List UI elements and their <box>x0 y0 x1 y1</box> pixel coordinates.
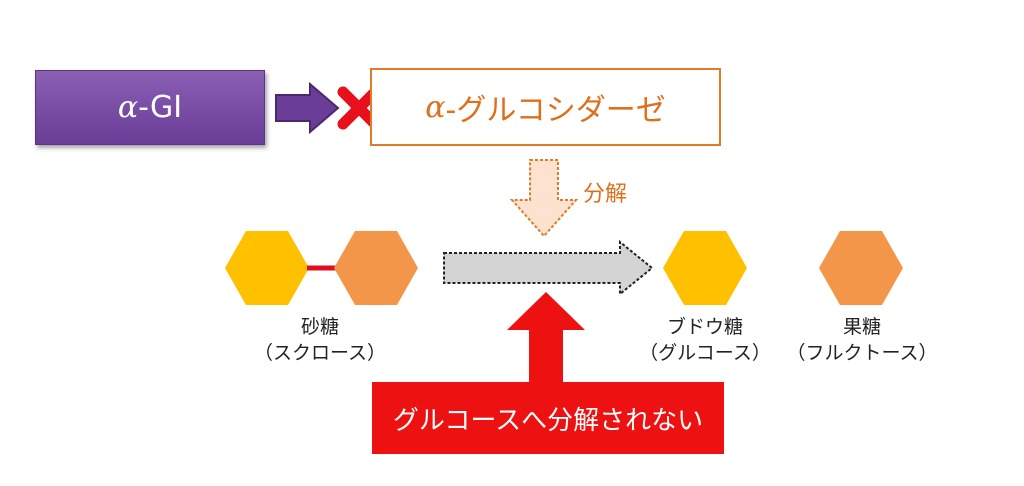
inhibit-arrow-icon <box>275 81 340 135</box>
alpha-gi-greek: α <box>117 90 139 125</box>
glucose-label: ブドウ糖 （グルコース） <box>630 314 780 366</box>
sucrose-molecule <box>225 231 418 305</box>
alpha-gi-label: -GI <box>138 90 183 125</box>
fructose-molecule <box>819 231 903 305</box>
decompose-label: 分解 <box>583 182 628 207</box>
fructose-label: 果糖 （フルクトース） <box>782 314 942 366</box>
block-x-icon <box>337 86 378 130</box>
sucrose-name: 砂糖 <box>300 316 339 338</box>
fructose-name: 果糖 <box>842 316 881 338</box>
inhibition-graphic <box>275 81 378 135</box>
glucose-molecule <box>663 231 747 305</box>
alpha-glucosidase-box: α-グルコシダーゼ <box>370 68 721 146</box>
glucose-hexagon <box>225 231 309 305</box>
glucose-name: ブドウ糖 <box>666 316 743 338</box>
decompose-arrow-icon <box>509 159 579 238</box>
enzyme-label: -グルコシダーゼ <box>445 93 666 128</box>
not-decomposed-callout: グルコースへ分解されない <box>372 382 724 454</box>
glucose-sub: （グルコース） <box>639 342 771 364</box>
fructose-hexagon <box>819 231 903 305</box>
reaction-arrow-icon <box>443 239 654 297</box>
enzyme-greek: α <box>425 89 446 125</box>
fructose-hexagon <box>334 231 418 305</box>
blocked-up-arrow-icon <box>507 292 585 386</box>
alpha-gi-box: α-GI <box>35 70 265 145</box>
glucose-hexagon <box>663 231 747 305</box>
fructose-sub: （フルクトース） <box>786 342 938 364</box>
sucrose-sub: （スクロース） <box>253 342 387 364</box>
sucrose-label: 砂糖 （スクロース） <box>210 314 430 366</box>
